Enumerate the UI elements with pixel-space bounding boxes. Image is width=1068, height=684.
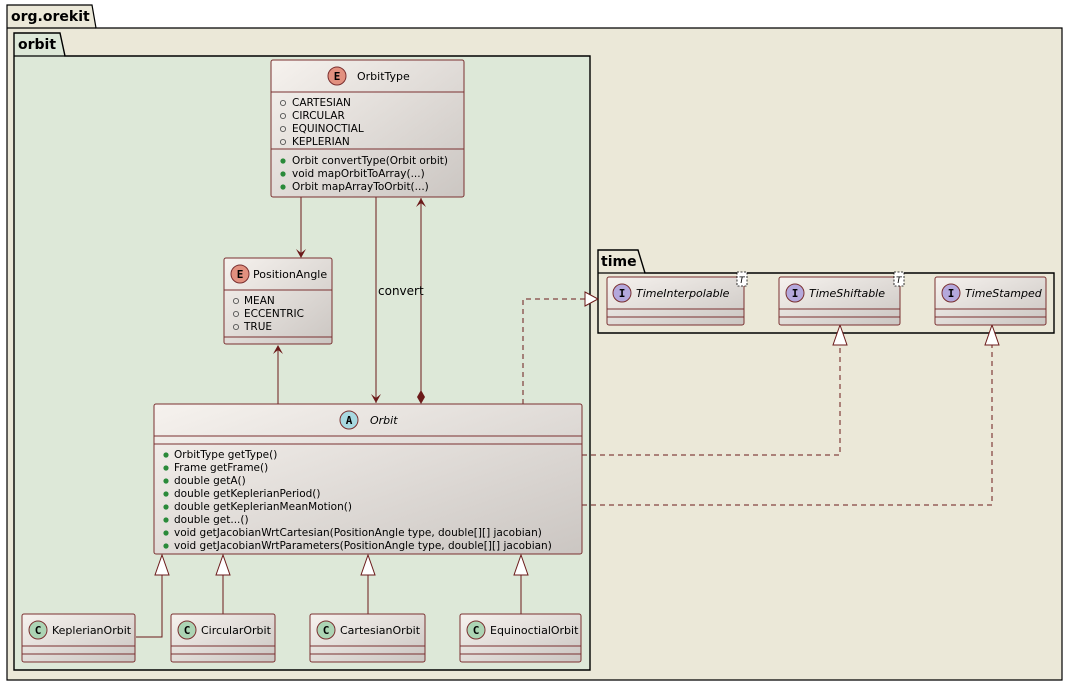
method-item: void getJacobianWrtParameters(PositionAn… <box>174 540 552 552</box>
package-title-time: time <box>601 254 637 270</box>
class-badge-letter: C <box>323 624 330 637</box>
class-title-orbit: Orbit <box>370 414 398 427</box>
method-item: Orbit convertType(Orbit orbit) <box>292 155 448 167</box>
relation-label-convert: convert <box>378 284 424 298</box>
package-title-org-orekit: org.orekit <box>11 9 90 25</box>
triangle-equinoctial <box>513 553 529 576</box>
abstract-badge <box>339 410 359 430</box>
edge-realize-shiftable <box>582 345 841 456</box>
generic-parameter: T <box>739 276 746 286</box>
interface-timeshiftable: I TimeShiftable T <box>778 271 905 326</box>
method-list: OrbitType getType() Frame getFrame() dou… <box>163 449 552 552</box>
arrowhead-positionangle <box>296 249 306 258</box>
class-title-timestamped: TimeStamped <box>965 287 1043 300</box>
enum-badge <box>327 66 347 86</box>
interface-badge <box>612 283 632 303</box>
class-badge <box>28 620 48 640</box>
triangle-keplerian <box>154 553 170 576</box>
method-item: Frame getFrame() <box>174 462 268 474</box>
method-item: double get...() <box>174 514 249 526</box>
triangle-shiftable <box>832 323 848 346</box>
edge-realize-stamped <box>582 345 993 506</box>
interface-badge <box>941 283 961 303</box>
class-badge <box>466 620 486 640</box>
package-title-orbit: orbit <box>18 37 56 53</box>
enum-badge <box>230 264 250 284</box>
class-cartesianorbit: C CartesianOrbit <box>309 613 426 663</box>
method-list: Orbit convertType(Orbit orbit) void mapO… <box>280 155 448 193</box>
field-item: ECCENTRIC <box>244 308 304 320</box>
method-item: Orbit mapArrayToOrbit(...) <box>292 181 429 193</box>
arrowhead-orbit-positionangle <box>273 345 283 354</box>
enum-badge-letter: E <box>237 268 244 281</box>
method-item: void getJacobianWrtCartesian(PositionAng… <box>174 527 542 539</box>
abstract-badge-letter: A <box>346 414 353 427</box>
triangle-circular <box>215 553 231 576</box>
class-title-cartesianorbit: CartesianOrbit <box>340 624 421 637</box>
class-keplerianorbit: C KeplerianOrbit <box>21 613 136 663</box>
method-item: double getKeplerianMeanMotion() <box>174 501 352 513</box>
class-positionangle: E PositionAngle MEAN ECCENTRIC TRUE <box>223 257 333 345</box>
composition-diamond <box>417 390 425 404</box>
method-item: OrbitType getType() <box>174 449 277 461</box>
class-title-circularorbit: CircularOrbit <box>201 624 272 637</box>
interface-badge-letter: I <box>948 287 955 300</box>
interface-badge <box>785 283 805 303</box>
class-title-keplerianorbit: KeplerianOrbit <box>52 624 132 637</box>
class-title-timeinterpolable: TimeInterpolable <box>636 287 730 300</box>
enum-badge-letter: E <box>334 70 341 83</box>
field-item: KEPLERIAN <box>292 136 350 148</box>
interface-badge-letter: I <box>792 287 799 300</box>
class-title-orbittype: OrbitType <box>357 70 410 83</box>
method-item: void mapOrbitToArray(...) <box>292 168 425 180</box>
field-item: CARTESIAN <box>292 97 351 109</box>
class-badge <box>177 620 197 640</box>
class-title-equinoctialorbit: EquinoctialOrbit <box>490 624 579 637</box>
generic-parameter: T <box>896 276 903 286</box>
class-title-timeshiftable: TimeShiftable <box>809 287 885 300</box>
class-orbit: A Orbit OrbitType getType() Frame getFra… <box>153 403 583 555</box>
relations <box>136 197 1000 638</box>
triangle-stamped <box>984 323 1000 346</box>
class-badge-letter: C <box>184 624 191 637</box>
field-item: TRUE <box>243 321 272 333</box>
class-circularorbit: C CircularOrbit <box>170 613 276 663</box>
class-title-positionangle: PositionAngle <box>253 268 327 281</box>
field-item: MEAN <box>244 295 275 307</box>
interface-badge-letter: I <box>619 287 626 300</box>
arrowhead-convert <box>371 394 381 403</box>
edge-realize-interpolable <box>522 298 585 404</box>
class-equinoctialorbit: C EquinoctialOrbit <box>459 613 582 663</box>
field-item: CIRCULAR <box>292 110 345 122</box>
edge-keplerian <box>136 574 163 638</box>
interface-timeinterpolable: I TimeInterpolable T <box>606 271 748 326</box>
class-badge <box>316 620 336 640</box>
interface-timestamped: I TimeStamped <box>934 276 1047 326</box>
class-badge-letter: C <box>473 624 480 637</box>
triangle-cartesian <box>360 553 376 576</box>
field-list: CARTESIAN CIRCULAR EQUINOCTIAL KEPLERIAN <box>279 97 364 148</box>
arrowhead-orbittype <box>416 198 426 207</box>
class-badge-letter: C <box>35 624 42 637</box>
triangle-interpolable <box>584 291 600 307</box>
field-list: MEAN ECCENTRIC TRUE <box>232 295 304 333</box>
method-item: double getKeplerianPeriod() <box>174 488 321 500</box>
field-item: EQUINOCTIAL <box>292 123 364 135</box>
class-orbittype: E OrbitType CARTESIAN CIRCULAR EQUINOCTI… <box>270 59 465 198</box>
method-item: double getA() <box>174 475 246 487</box>
